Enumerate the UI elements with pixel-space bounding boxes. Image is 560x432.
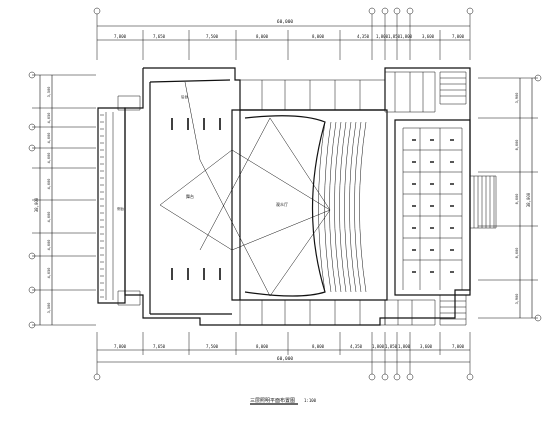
left-total-dimension: 38,000 [34, 197, 39, 212]
room-label-backstage: 后台 [181, 94, 188, 99]
bottom-dimension-chain: 60,000 7,800 7,650 7,500 8,000 8,000 4,3… [94, 332, 473, 380]
building-outline [98, 68, 470, 325]
bottom-dim-label: 8,000 [256, 344, 269, 349]
top-dim-label: 8,000 [256, 34, 269, 39]
right-rooms-block [395, 120, 496, 295]
left-dim-label: 4,000 [47, 133, 51, 144]
right-dim-label: 3,900 [515, 294, 519, 305]
right-dim-label: 3,900 [515, 93, 519, 104]
room-label-stage: 舞台 [186, 193, 194, 199]
left-dim-label: 3,500 [47, 87, 51, 98]
bottom-dim-label: 8,000 [312, 344, 325, 349]
top-total-dimension: 60,000 [277, 19, 294, 25]
top-dim-label: 1,850 [388, 34, 401, 39]
drawing-title: 三层照明平面布置图 [250, 397, 295, 404]
bottom-dim-label: 1,850 [385, 344, 398, 349]
bottom-dim-label: 3,600 [420, 344, 433, 349]
right-dimension-chain: 38,000 3,900 8,000 8,000 8,000 3,900 [478, 75, 541, 321]
top-rooms-band [240, 72, 466, 112]
bottom-rooms-band [240, 295, 466, 325]
right-dim-label: 8,000 [515, 248, 519, 259]
bottom-dim-label: 4,350 [350, 344, 363, 349]
left-dim-label: 3,500 [47, 303, 51, 314]
top-dimension-chain: 60,000 7,800 7,650 7,500 8,000 8,000 4,3… [94, 8, 473, 60]
bottom-dim-label: 7,500 [206, 344, 219, 349]
left-dim-label: 4,050 [47, 268, 51, 279]
top-dim-label: 4,350 [357, 34, 370, 39]
top-dim-label: 3,600 [422, 34, 435, 39]
bottom-dim-label: 7,000 [452, 344, 465, 349]
left-dim-label: 4,000 [47, 179, 51, 190]
drawing-title-block: 三层照明平面布置图 1:100 [250, 397, 317, 404]
left-dim-label: 4,000 [47, 212, 51, 223]
top-dim-label: 8,000 [312, 34, 325, 39]
top-dim-label: 7,000 [452, 34, 465, 39]
stage-light-fixtures [172, 118, 220, 280]
bottom-dim-label: 1,800 [372, 344, 385, 349]
left-dimension-chain: 38,000 3,500 4,050 4,000 4,000 4,000 4,0… [29, 72, 96, 328]
auditorium [160, 82, 387, 300]
bottom-dim-label: 1,800 [398, 344, 411, 349]
right-dim-label: 8,000 [515, 140, 519, 151]
top-dim-label: 1,800 [400, 34, 413, 39]
bottom-dim-label: 7,650 [153, 344, 166, 349]
right-dim-label: 8,000 [515, 194, 519, 205]
room-label-side-stage: 侧台 [117, 206, 124, 211]
top-dim-label: 7,800 [114, 34, 127, 39]
left-dim-label: 4,000 [47, 153, 51, 164]
top-dim-label: 7,650 [153, 34, 166, 39]
drawing-scale: 1:100 [304, 398, 317, 403]
right-total-dimension: 38,000 [526, 192, 531, 207]
bottom-total-dimension: 60,000 [277, 356, 294, 362]
left-dim-label: 4,050 [47, 113, 51, 124]
left-band-hatching [100, 112, 113, 300]
top-dim-label: 1,800 [376, 34, 389, 39]
top-dim-label: 7,500 [206, 34, 219, 39]
room-label-auditorium: 观众厅 [276, 202, 288, 207]
bottom-dim-label: 7,800 [114, 344, 127, 349]
left-dim-label: 4,000 [47, 240, 51, 251]
